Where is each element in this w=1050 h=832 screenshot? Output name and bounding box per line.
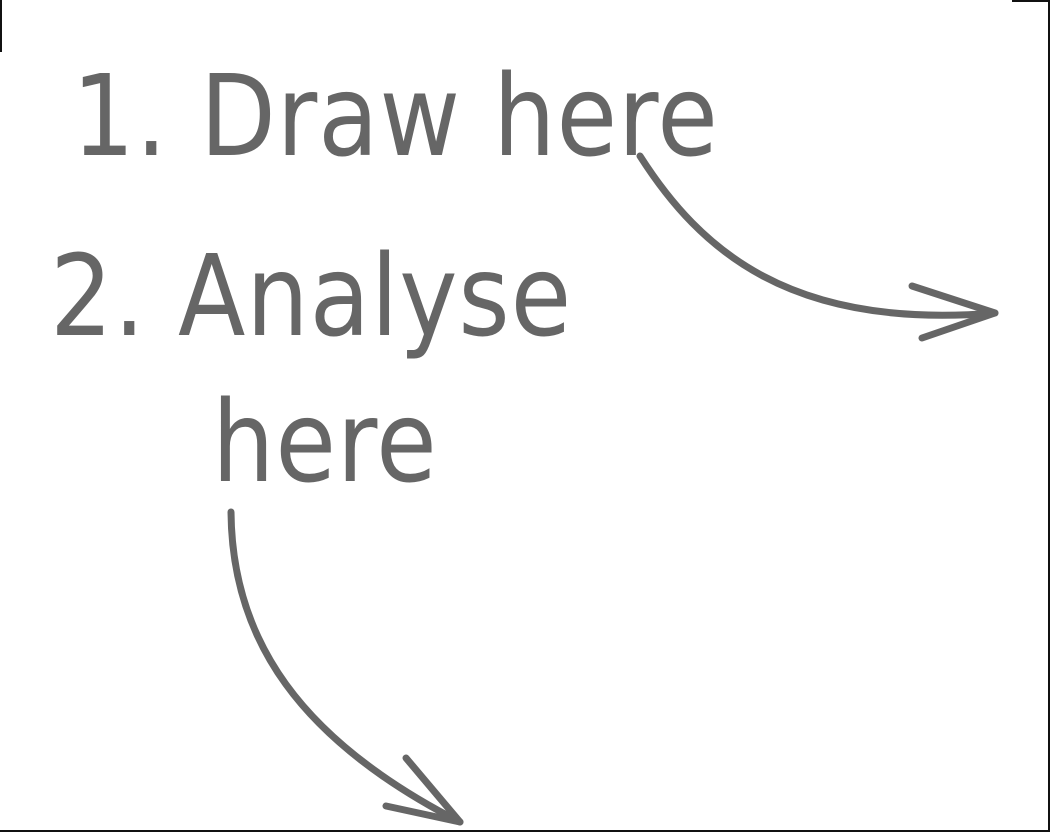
hint-analyse-here: here	[212, 378, 438, 508]
canvas-border-top	[1012, 0, 1050, 2]
hint-analyse: 2. Analyse	[50, 232, 573, 362]
curved-arrow-right-icon	[636, 152, 999, 342]
canvas-border-right	[1048, 0, 1050, 832]
canvas-border-left	[0, 0, 2, 52]
hint-draw-here: 1. Draw here	[72, 52, 719, 182]
canvas-border-bottom	[0, 830, 1050, 832]
curved-arrow-down-icon	[227, 508, 464, 826]
